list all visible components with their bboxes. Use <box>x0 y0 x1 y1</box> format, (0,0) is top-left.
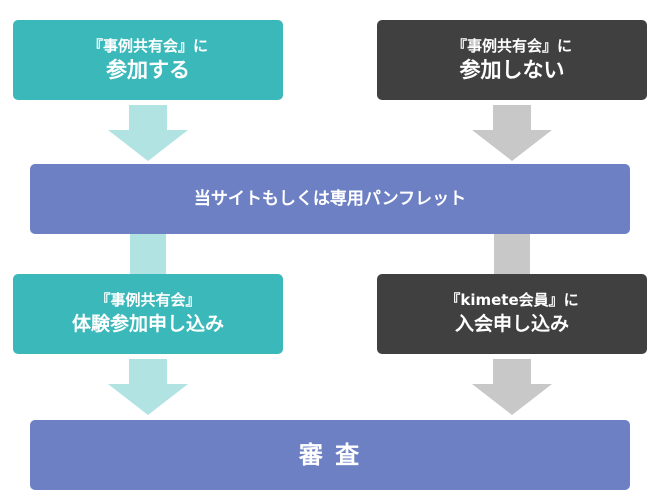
box-label: 審 査 <box>298 441 362 469</box>
box-line1: 『事例共有会』に <box>87 37 208 55</box>
box-line1: 『事例共有会』に <box>451 37 572 55</box>
down-arrow-right-top <box>472 105 552 161</box>
down-arrow-right-bottom <box>472 359 552 415</box>
box-line1: 『kimete会員』に <box>445 291 579 309</box>
box-label: 当サイトもしくは専用パンフレット <box>193 189 467 209</box>
connector-right <box>494 234 530 274</box>
down-arrow-left-top <box>108 105 188 161</box>
screening-box: 審 査 <box>30 420 630 490</box>
down-arrow-left-bottom <box>108 359 188 415</box>
website-or-pamphlet-box: 当サイトもしくは専用パンフレット <box>30 164 630 234</box>
not-join-case-sharing-box: 『事例共有会』に 参加しない <box>377 20 647 100</box>
membership-application-box: 『kimete会員』に 入会申し込み <box>377 274 647 354</box>
join-case-sharing-box: 『事例共有会』に 参加する <box>13 20 283 100</box>
box-line2: 体験参加申し込み <box>71 313 224 335</box>
box-line2: 参加しない <box>459 58 565 82</box>
box-line2: 参加する <box>106 58 190 82</box>
box-line1: 『事例共有会』 <box>95 291 201 309</box>
trial-application-box: 『事例共有会』 体験参加申し込み <box>13 274 283 354</box>
box-line2: 入会申し込み <box>454 313 569 335</box>
connector-left <box>130 234 166 274</box>
